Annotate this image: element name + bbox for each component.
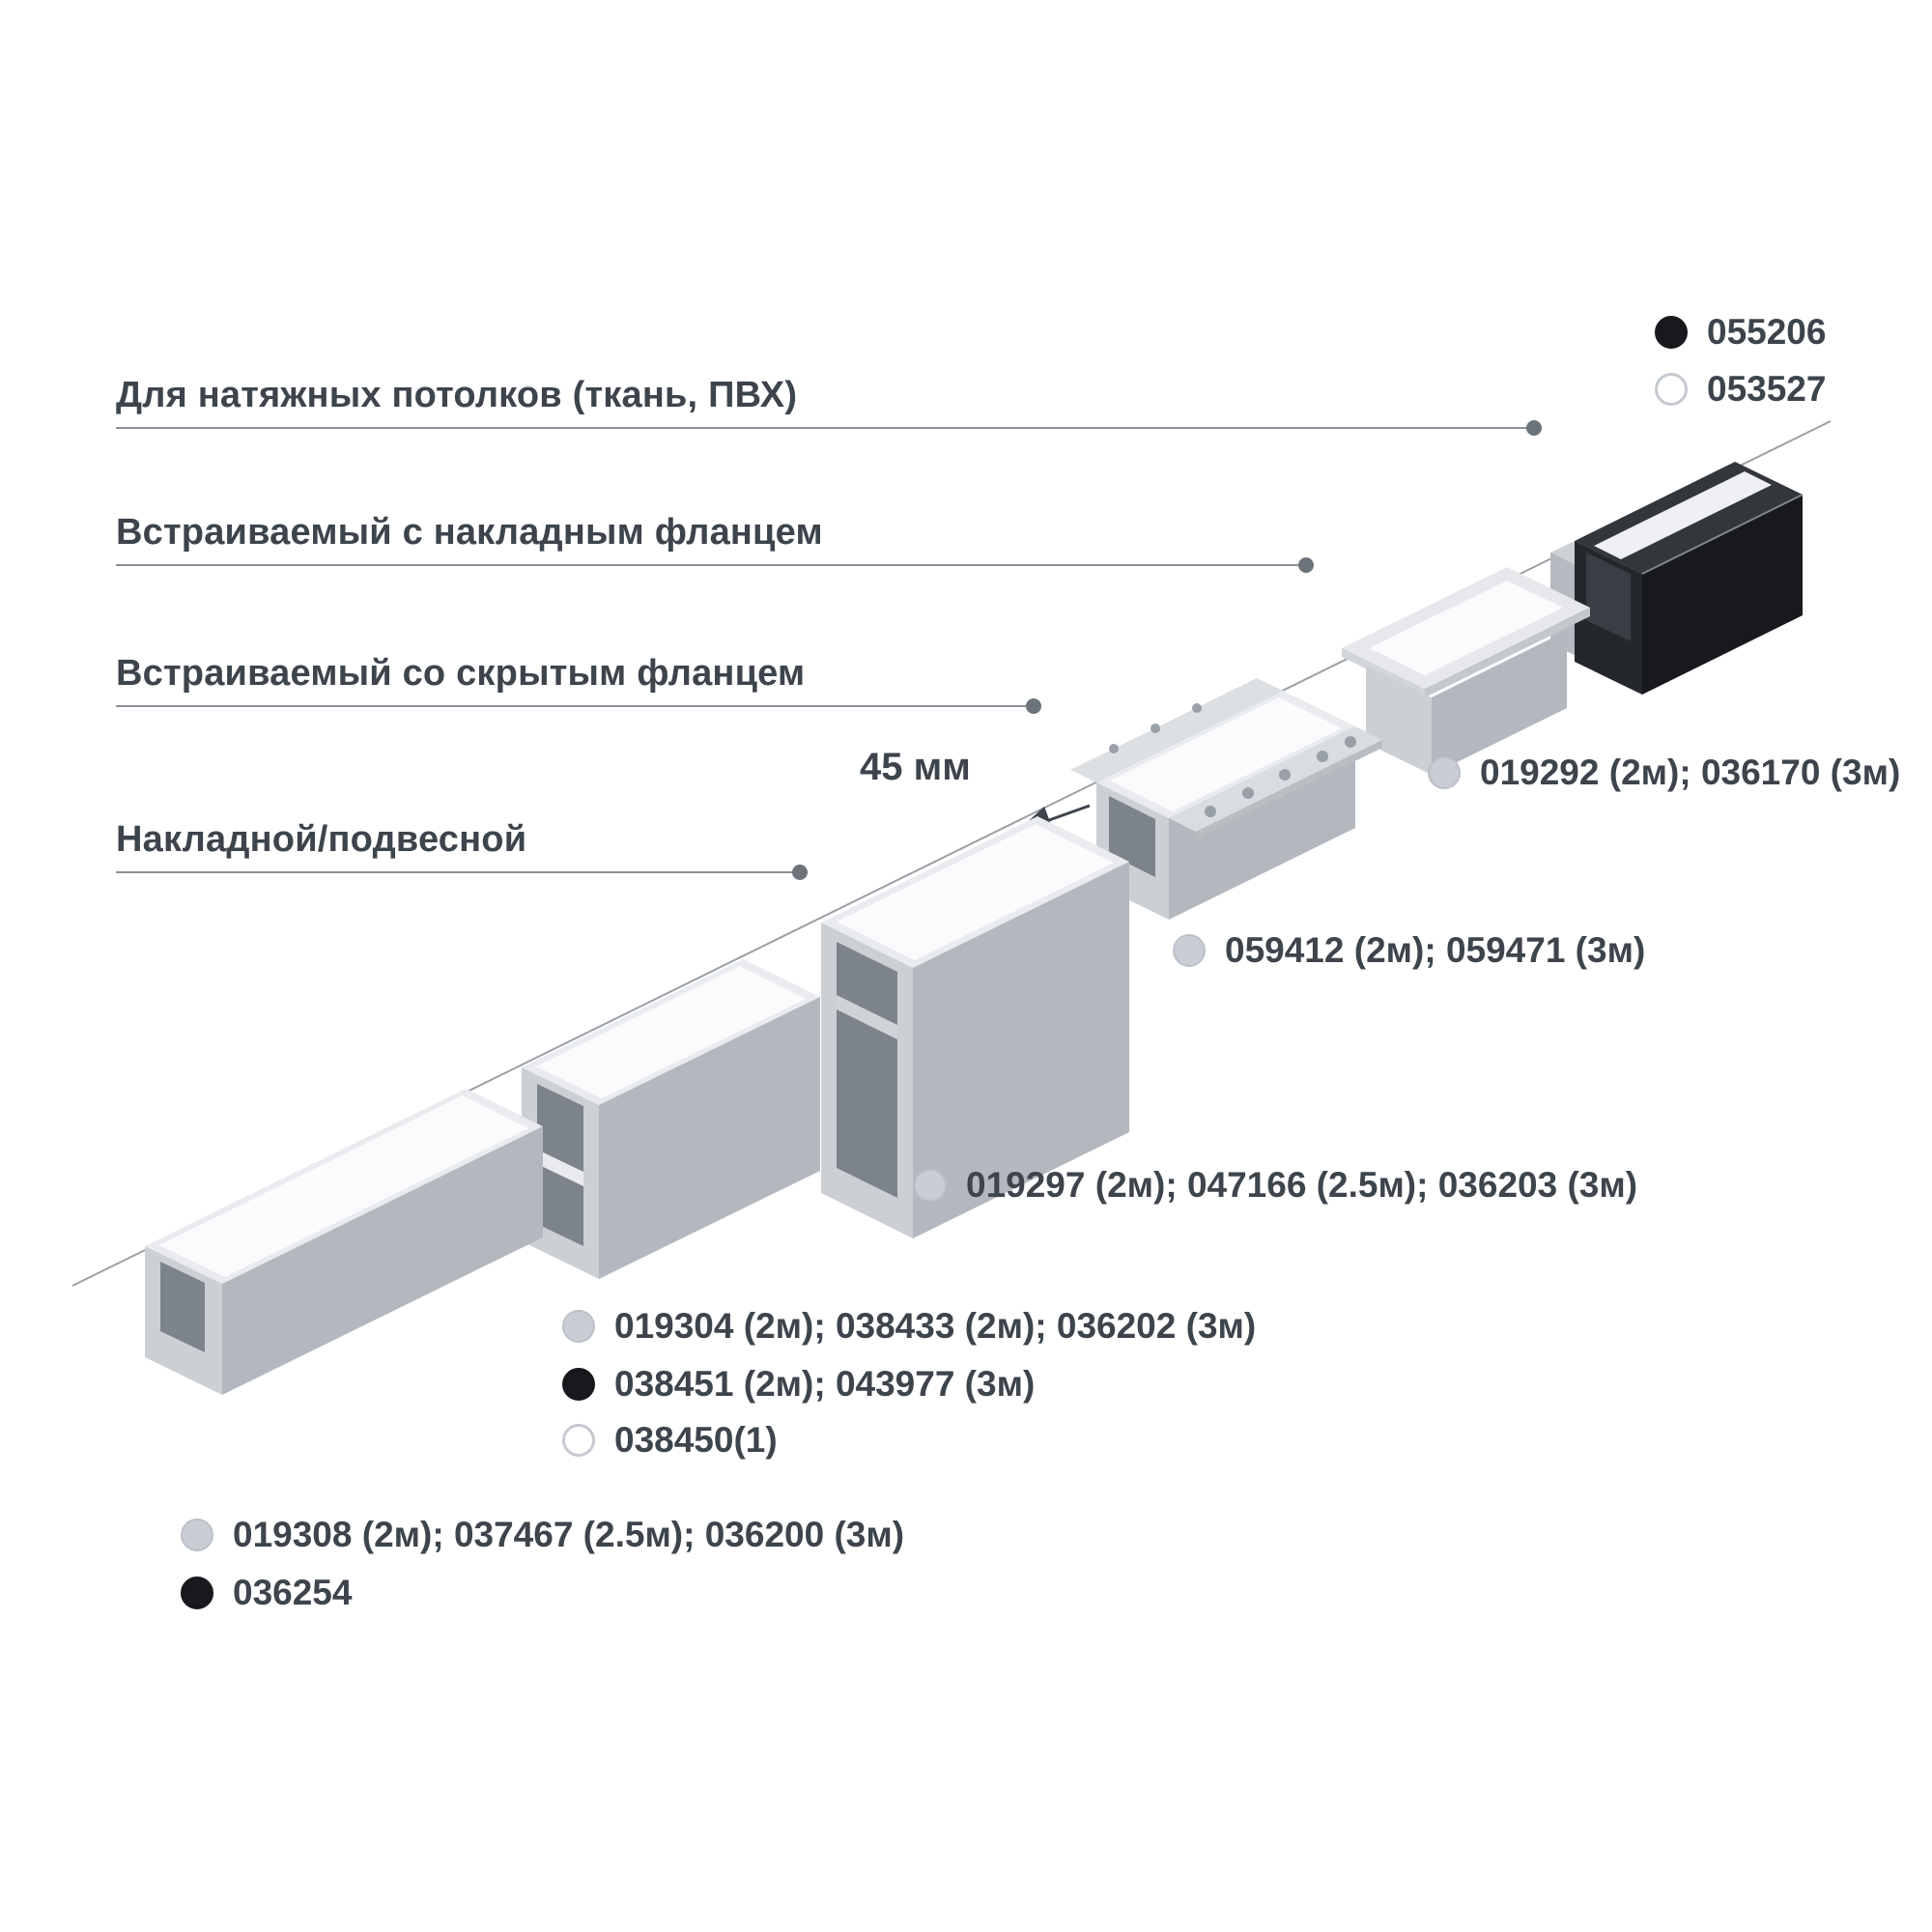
article-text: 038451 (2м); 043977 (3м): [614, 1364, 1036, 1404]
article-row: 019308 (2м); 037467 (2.5м); 036200 (3м): [181, 1515, 904, 1555]
medium-profile-shelf: [537, 1150, 583, 1186]
article-text: 019308 (2м); 037467 (2.5м); 036200 (3м): [233, 1515, 905, 1554]
article-text: 038450(1): [614, 1420, 778, 1460]
black-profile-diffuser: [1594, 471, 1772, 559]
profile-surface-mounted-small: [145, 1089, 543, 1395]
small-profile-cavity: [160, 1262, 205, 1352]
variant-color-dot: [181, 1519, 213, 1551]
profile-recessed-flange: [1342, 567, 1590, 775]
large-profile-diffuser: [837, 824, 1114, 960]
variant-color-dot: [562, 1310, 595, 1343]
article-text: 019297 (2м); 047166 (2.5м); 036203 (3м): [966, 1165, 1638, 1205]
medium-profile-front: [599, 997, 820, 1279]
leader-dot-3: [1026, 698, 1041, 714]
article-row: 055206: [1655, 312, 1826, 353]
small-profile-diffuser: [159, 1095, 528, 1277]
hidden-flange-near-edge: [1196, 740, 1382, 839]
article-text: 059412 (2м); 059471 (3м): [1225, 930, 1646, 970]
article-text: 036254: [233, 1573, 353, 1612]
variant-color-dot: [914, 1169, 947, 1202]
article-text: 019292 (2м); 036170 (3м): [1480, 753, 1901, 792]
hidden-flange-far: [1070, 678, 1283, 782]
flange-hole: [1205, 806, 1216, 817]
flange-plate-front-edge: [1425, 608, 1590, 697]
variant-color-dot: [562, 1368, 595, 1401]
dimension-label: 45 мм: [860, 746, 971, 788]
article-row: 038451 (2м); 043977 (3м): [562, 1364, 1035, 1405]
large-profile-cavity: [837, 942, 897, 1198]
article-row: 038450(1): [562, 1420, 778, 1461]
article-row: 059412 (2м); 059471 (3м): [1173, 930, 1645, 971]
leader-dot-2: [1298, 557, 1314, 573]
flange-hole: [1317, 751, 1328, 762]
article-row: 036254: [181, 1573, 352, 1613]
variant-color-dot: [562, 1424, 595, 1457]
article-row: 019297 (2м); 047166 (2.5м); 036203 (3м): [914, 1165, 1637, 1206]
large-profile-shelf: [837, 995, 897, 1039]
profile-stretch-ceiling: [1550, 462, 1804, 695]
article-text: 053527: [1707, 369, 1827, 409]
flange-hole: [1151, 724, 1160, 733]
leader-dot-4: [792, 865, 808, 880]
category-label-surface-mounted: Накладной/подвесной: [116, 819, 527, 860]
recessed-diffuser: [1369, 581, 1563, 675]
small-profile-front: [222, 1126, 543, 1395]
large-profile-front: [913, 862, 1129, 1238]
variant-color-dot: [1428, 756, 1461, 789]
article-text: 019304 (2м); 038433 (2м); 036202 (3м): [614, 1306, 1257, 1346]
hidden-flange-near: [1169, 726, 1382, 832]
black-profile-edge: [1641, 494, 1804, 575]
medium-profile-diffuser: [536, 966, 806, 1098]
profile-surface-mounted-large: [821, 816, 1129, 1238]
black-profile-front: [1642, 495, 1803, 695]
category-label-recessed-hidden-flange: Встраиваемый со скрытым фланцем: [116, 653, 806, 694]
profile-recessed-hidden-flange: [1070, 678, 1382, 920]
variant-color-dot: [1655, 316, 1688, 349]
article-row: 019304 (2м); 038433 (2м); 036202 (3м): [562, 1306, 1256, 1347]
category-label-recessed-flange: Встраиваемый с накладным фланцем: [116, 512, 823, 553]
flange-hole: [1109, 744, 1119, 753]
flange-hole: [1192, 703, 1202, 713]
black-profile-cavity: [1586, 553, 1631, 641]
leader-dot-1: [1526, 420, 1542, 436]
article-text: 055206: [1707, 312, 1827, 352]
article-row: 019292 (2м); 036170 (3м): [1428, 753, 1900, 793]
flange-hole: [1279, 769, 1291, 781]
flange-hole: [1242, 787, 1254, 799]
hidden-flange-diffuser: [1110, 697, 1342, 811]
variant-color-dot: [181, 1577, 213, 1609]
hidden-flange-cavity: [1109, 796, 1155, 877]
category-label-stretch-ceiling: Для натяжных потолков (ткань, ПВХ): [116, 375, 798, 415]
category-leaders: [116, 420, 1542, 880]
variant-color-dot: [1655, 373, 1688, 406]
flange-hole: [1345, 736, 1356, 748]
article-row: 053527: [1655, 369, 1826, 410]
recessed-body-front: [1432, 631, 1567, 775]
variant-color-dot: [1173, 934, 1206, 967]
profile-surface-mounted-medium: [522, 959, 820, 1279]
